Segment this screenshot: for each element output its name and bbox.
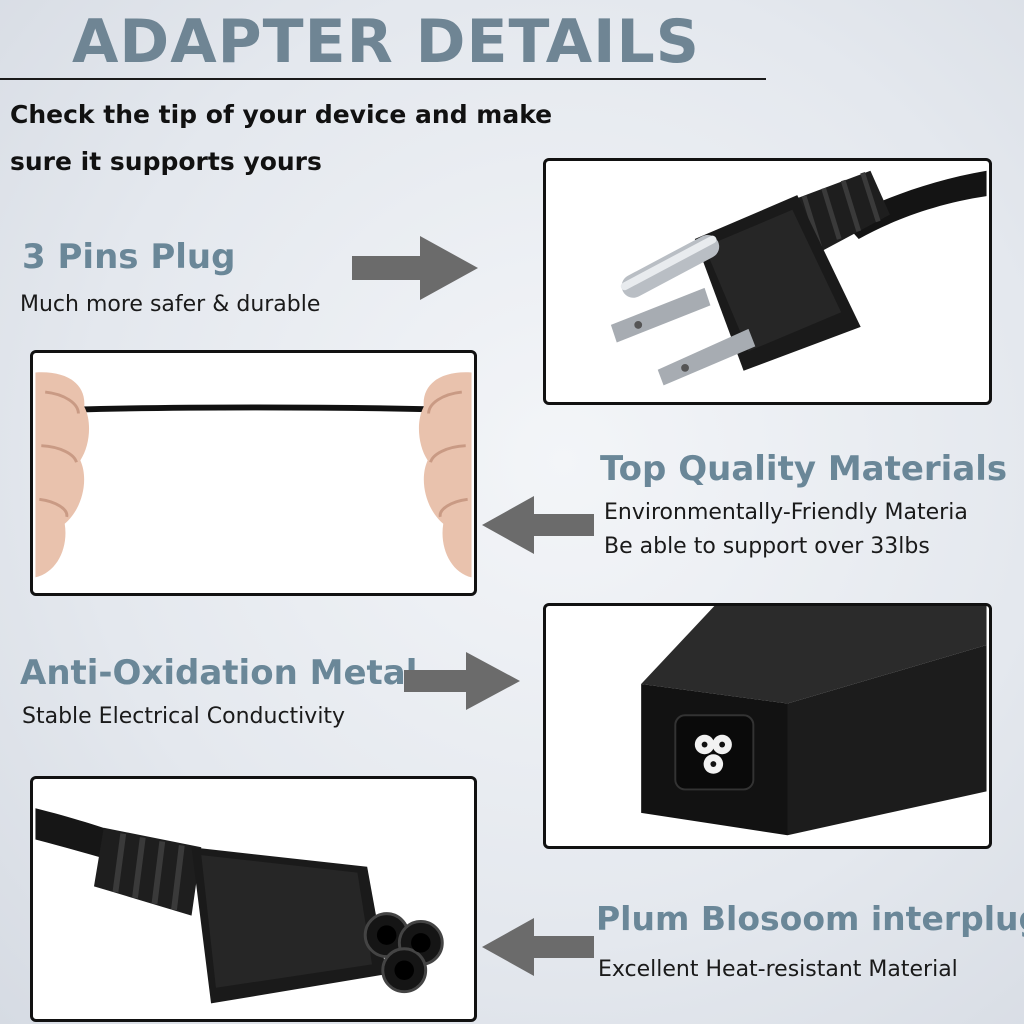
cable-stretch-panel <box>30 350 477 596</box>
arrow-left-icon <box>482 918 594 976</box>
arrow-right-icon <box>404 652 520 710</box>
cloverleaf-connector-image <box>35 808 444 1004</box>
feature-heading-anti-oxidation: Anti-Oxidation Metal <box>20 653 418 693</box>
intro-line-2: sure it supports yours <box>10 147 322 176</box>
plug-3pin-image <box>610 170 987 386</box>
feature-desc-materials-1: Environmentally-Friendly Materia <box>604 500 968 525</box>
feature-desc-materials-2: Be able to support over 33lbs <box>604 534 930 559</box>
feature-desc-anti-oxidation: Stable Electrical Conductivity <box>22 704 346 729</box>
adapter-brick-image <box>641 606 987 836</box>
feature-heading-plum-blossom: Plum Blosoom interplug <box>596 899 1024 938</box>
cloverleaf-connector-panel <box>30 776 477 1022</box>
cable-stretch-image <box>35 353 472 593</box>
feature-heading-materials: Top Quality Materials <box>600 449 1008 489</box>
plug-3pin-panel <box>543 158 992 405</box>
feature-desc-plum-blossom: Excellent Heat-resistant Material <box>598 957 958 982</box>
arrow-left-icon <box>482 496 594 554</box>
title-divider <box>0 78 766 80</box>
feature-desc-3-pins: Much more safer & durable <box>20 292 321 317</box>
arrow-right-icon <box>352 236 478 300</box>
intro-line-1: Check the tip of your device and make <box>10 100 553 129</box>
adapter-brick-panel <box>543 603 992 849</box>
feature-heading-3-pins: 3 Pins Plug <box>22 237 236 277</box>
page-title: ADAPTER DETAILS <box>72 7 700 77</box>
